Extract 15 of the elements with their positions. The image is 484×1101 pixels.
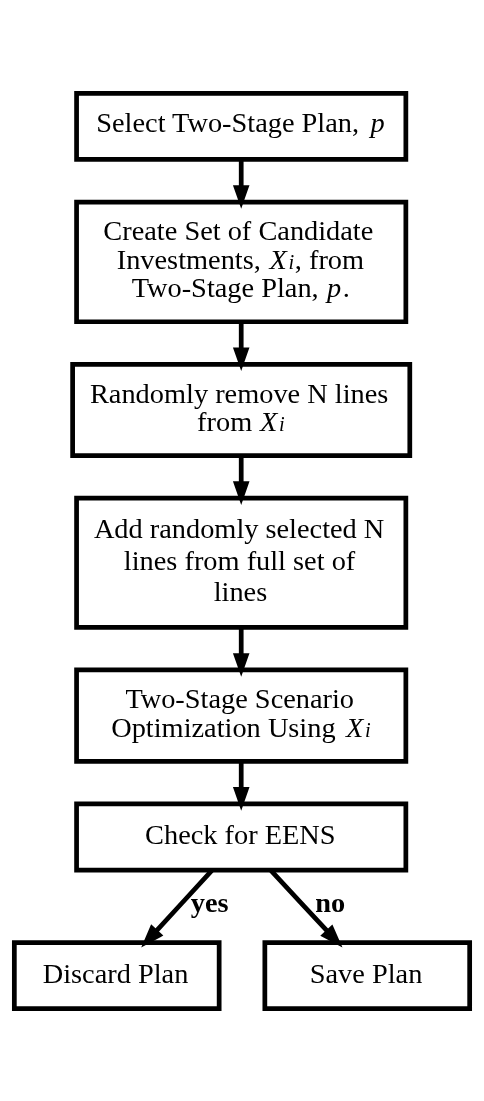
node-box: Select Two-Stage Plan, p bbox=[74, 90, 409, 162]
arrow bbox=[232, 626, 250, 677]
node-box: Two-Stage Scenario Optimization Using Xi bbox=[74, 667, 409, 764]
node-box: Discard Plan bbox=[11, 939, 222, 1011]
arrow bbox=[232, 761, 250, 811]
node-box: Check for EENS bbox=[74, 801, 409, 872]
node-box: Add randomly selected N lines from full set of lines bbox=[74, 495, 409, 630]
edge-label: yes bbox=[190, 886, 229, 918]
node-box: Create Set of Candidate Investments, Xi, from Two-Stage Plan, p. bbox=[74, 199, 409, 324]
arrow bbox=[232, 321, 250, 371]
arrow bbox=[232, 159, 250, 209]
edge-label: no bbox=[315, 886, 346, 918]
node-box: Save Plan bbox=[262, 939, 473, 1011]
node-box: Randomly remove N lines from Xi bbox=[70, 361, 413, 458]
arrow bbox=[232, 455, 250, 505]
